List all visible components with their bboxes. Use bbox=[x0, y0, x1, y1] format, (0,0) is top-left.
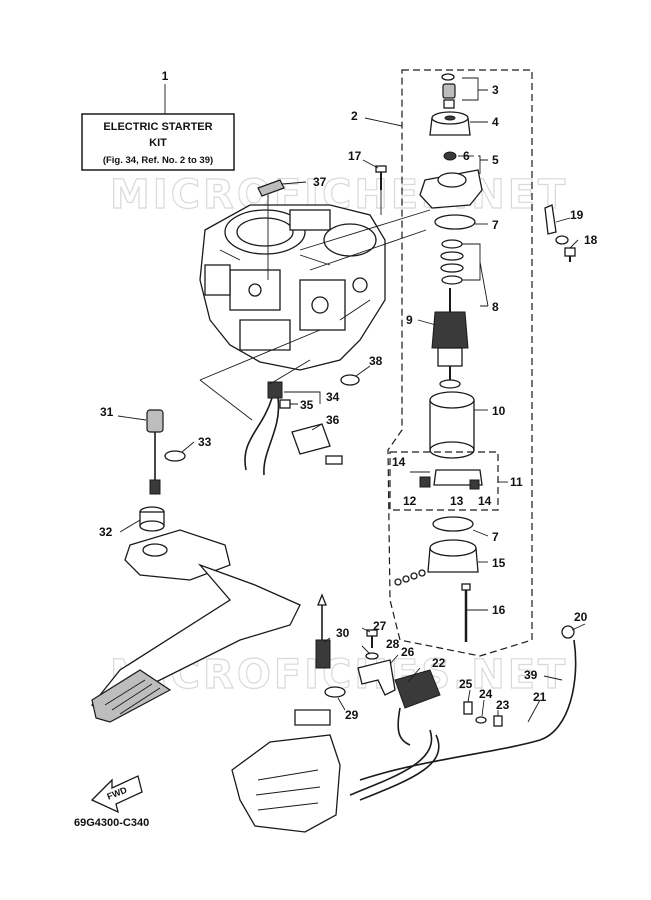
part-32-collar bbox=[139, 506, 165, 532]
starter-kit-boundary bbox=[387, 69, 533, 657]
part-34-36-relay-assembly bbox=[199, 329, 343, 476]
part-33-clamp bbox=[164, 450, 186, 462]
part-20-21-39-cables bbox=[349, 625, 577, 801]
callout-5: 5 bbox=[492, 153, 499, 167]
part-31-switch bbox=[146, 409, 164, 495]
callout-6: 6 bbox=[463, 149, 470, 163]
callout-21: 21 bbox=[533, 690, 547, 704]
figure-code: 69G4300-C340 bbox=[74, 817, 149, 829]
callout-36: 36 bbox=[326, 413, 340, 427]
part-29-clamp bbox=[324, 686, 346, 698]
callout-2: 2 bbox=[351, 109, 358, 123]
callout-31: 31 bbox=[100, 405, 114, 419]
callout-18: 18 bbox=[584, 233, 598, 247]
part-27-28-fasteners bbox=[365, 629, 379, 660]
callout-1: 1 bbox=[162, 69, 169, 83]
callout-25: 25 bbox=[459, 677, 473, 691]
callout-numbers: 2 3 4 5 6 7 8 9 10 11 12 13 14 14 7 15 1… bbox=[99, 83, 598, 722]
part-22-rectifier bbox=[394, 669, 441, 746]
callout-37: 37 bbox=[313, 175, 327, 189]
callout-7-lower: 7 bbox=[492, 530, 499, 544]
part-26-bracket bbox=[357, 659, 396, 696]
callout-33: 33 bbox=[198, 435, 212, 449]
callout-7-upper: 7 bbox=[492, 218, 499, 232]
callout-20: 20 bbox=[574, 610, 588, 624]
callout-23: 23 bbox=[496, 698, 510, 712]
callout-27: 27 bbox=[373, 619, 387, 633]
callout-3: 3 bbox=[492, 83, 499, 97]
kit-label-box: ELECTRIC STARTER KIT (Fig. 34, Ref. No. … bbox=[81, 113, 235, 171]
lower-cowling bbox=[231, 709, 341, 833]
forward-arrow: FWD bbox=[90, 775, 143, 814]
callout-24: 24 bbox=[479, 687, 493, 701]
callout-17: 17 bbox=[348, 149, 362, 163]
callout-35: 35 bbox=[300, 398, 314, 412]
kit-label-line2: KIT bbox=[149, 137, 167, 149]
callout-28: 28 bbox=[386, 637, 400, 651]
starter-motor-stack bbox=[389, 73, 499, 642]
callout-16: 16 bbox=[492, 603, 506, 617]
callout-22: 22 bbox=[432, 656, 446, 670]
callout-29: 29 bbox=[345, 708, 359, 722]
callout-38: 38 bbox=[369, 354, 383, 368]
leader-lines bbox=[117, 77, 586, 723]
kit-label-line3: (Fig. 34, Ref. No. 2 to 39) bbox=[103, 155, 213, 166]
callout-32: 32 bbox=[99, 525, 113, 539]
tiller-handle bbox=[91, 529, 301, 723]
callout-26: 26 bbox=[401, 645, 415, 659]
callout-12: 12 bbox=[403, 494, 417, 508]
callout-9: 9 bbox=[406, 313, 413, 327]
engine-block bbox=[199, 204, 386, 371]
callout-19: 19 bbox=[570, 208, 584, 222]
callout-34: 34 bbox=[326, 390, 340, 404]
part-37-bolt bbox=[257, 179, 285, 197]
callout-15: 15 bbox=[492, 556, 506, 570]
callout-8: 8 bbox=[492, 300, 499, 314]
part-38-clamp bbox=[340, 374, 360, 386]
callout-30: 30 bbox=[336, 626, 350, 640]
callout-4: 4 bbox=[492, 115, 499, 129]
callout-14-right: 14 bbox=[478, 494, 492, 508]
callout-13: 13 bbox=[450, 494, 464, 508]
kit-label-line1: ELECTRIC STARTER bbox=[103, 121, 212, 133]
part-17-bolt bbox=[375, 165, 387, 190]
callout-14-left: 14 bbox=[392, 455, 406, 469]
part-30-sensor bbox=[315, 593, 331, 669]
callout-10: 10 bbox=[492, 404, 506, 418]
callout-11: 11 bbox=[510, 475, 523, 489]
callout-39: 39 bbox=[524, 668, 538, 682]
